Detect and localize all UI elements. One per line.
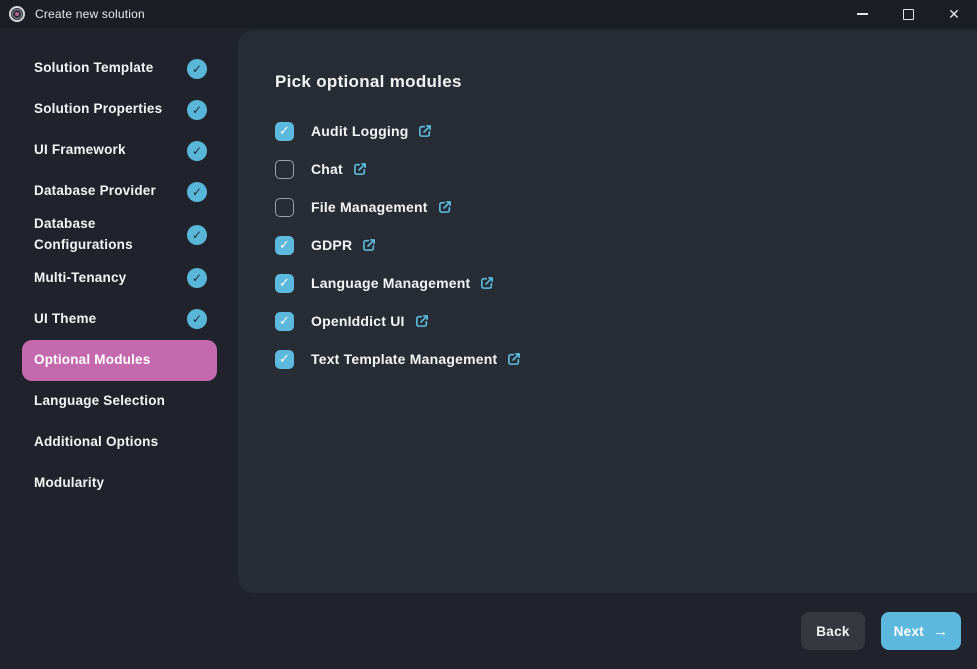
module-row-file-management: File Management <box>275 188 977 226</box>
sidebar-step-label: Database Provider <box>34 183 156 199</box>
module-checkbox[interactable] <box>275 197 294 217</box>
sidebar-step-label: Database Configurations <box>34 216 133 252</box>
sidebar-step-label: Modularity <box>34 474 105 490</box>
module-checkbox[interactable]: ✓ <box>275 311 294 331</box>
module-checkbox[interactable]: ✓ <box>275 235 294 255</box>
sidebar-step-label: Optional Modules <box>34 351 151 367</box>
step-completed-check-icon: ✓ <box>187 99 207 120</box>
module-label: Audit Logging <box>311 123 409 139</box>
module-row-openiddict-ui: ✓ OpenIddict UI <box>275 302 977 340</box>
sidebar-step-additional-options[interactable]: Additional Options <box>22 422 217 463</box>
external-link-icon[interactable] <box>437 199 453 215</box>
external-link-icon[interactable] <box>361 237 377 253</box>
module-label: OpenIddict UI <box>311 313 405 329</box>
back-button[interactable]: Back <box>801 612 865 650</box>
wizard-footer: Back Next → <box>0 593 977 669</box>
sidebar-step-optional-modules[interactable]: Optional Modules <box>22 339 217 381</box>
module-row-chat: Chat <box>275 150 977 188</box>
sidebar-step-multi-tenancy[interactable]: Multi-Tenancy ✓ <box>22 258 217 299</box>
sidebar-step-label: Solution Template <box>34 60 154 76</box>
module-checkbox[interactable]: ✓ <box>275 349 294 369</box>
sidebar-step-database-provider[interactable]: Database Provider ✓ <box>22 171 217 212</box>
minimize-button[interactable] <box>839 0 885 28</box>
sidebar-step-solution-template[interactable]: Solution Template ✓ <box>22 48 217 89</box>
optional-modules-list: ✓ Audit Logging Chat File Management <box>275 112 977 378</box>
sidebar-step-label: UI Framework <box>34 142 126 158</box>
external-link-icon[interactable] <box>506 351 522 367</box>
sidebar-step-label: Multi-Tenancy <box>34 269 127 285</box>
next-button[interactable]: Next → <box>881 612 961 650</box>
page-title: Pick optional modules <box>275 72 462 91</box>
module-checkbox[interactable]: ✓ <box>275 273 294 293</box>
minimize-icon <box>856 13 868 15</box>
module-row-audit-logging: ✓ Audit Logging <box>275 112 977 150</box>
step-completed-check-icon: ✓ <box>187 309 207 330</box>
module-label: Language Management <box>311 275 471 291</box>
module-label: Text Template Management <box>311 351 498 367</box>
step-completed-check-icon: ✓ <box>187 268 207 289</box>
content-panel: Pick optional modules ✓ Audit Logging Ch… <box>238 30 977 593</box>
module-row-text-template-management: ✓ Text Template Management <box>275 340 977 378</box>
titlebar: Create new solution ✕ <box>0 0 977 28</box>
external-link-icon[interactable] <box>352 161 368 177</box>
step-completed-check-icon: ✓ <box>187 224 207 245</box>
sidebar-step-modularity[interactable]: Modularity <box>22 463 217 504</box>
module-label: GDPR <box>311 237 353 253</box>
sidebar-step-label: UI Theme <box>34 310 97 326</box>
wizard-sidebar: Solution Template ✓ Solution Properties … <box>0 28 238 669</box>
app-logo-icon <box>9 6 25 22</box>
module-row-gdpr: ✓ GDPR <box>275 226 977 264</box>
sidebar-step-ui-theme[interactable]: UI Theme ✓ <box>22 299 217 340</box>
window-controls: ✕ <box>839 0 977 28</box>
module-checkbox[interactable]: ✓ <box>275 121 294 141</box>
module-row-language-management: ✓ Language Management <box>275 264 977 302</box>
arrow-right-icon: → <box>933 622 949 640</box>
external-link-icon[interactable] <box>417 123 433 139</box>
maximize-button[interactable] <box>885 0 931 28</box>
module-label: File Management <box>311 199 428 215</box>
sidebar-step-ui-framework[interactable]: UI Framework ✓ <box>22 130 217 171</box>
sidebar-step-label: Additional Options <box>34 433 159 449</box>
external-link-icon[interactable] <box>414 313 430 329</box>
maximize-icon <box>902 8 914 20</box>
window-title: Create new solution <box>35 7 145 21</box>
sidebar-step-label: Solution Properties <box>34 101 163 117</box>
external-link-icon[interactable] <box>479 275 495 291</box>
module-label: Chat <box>311 161 343 177</box>
close-button[interactable]: ✕ <box>931 0 977 28</box>
sidebar-step-language-selection[interactable]: Language Selection <box>22 381 217 422</box>
next-button-label: Next <box>893 623 925 639</box>
step-completed-check-icon: ✓ <box>187 140 207 161</box>
close-icon: ✕ <box>948 6 960 22</box>
module-checkbox[interactable] <box>275 159 294 179</box>
step-completed-check-icon: ✓ <box>187 58 207 79</box>
sidebar-step-solution-properties[interactable]: Solution Properties ✓ <box>22 89 217 130</box>
sidebar-step-database-configurations[interactable]: Database Configurations ✓ <box>22 212 217 258</box>
step-completed-check-icon: ✓ <box>187 181 207 202</box>
sidebar-step-label: Language Selection <box>34 392 166 408</box>
